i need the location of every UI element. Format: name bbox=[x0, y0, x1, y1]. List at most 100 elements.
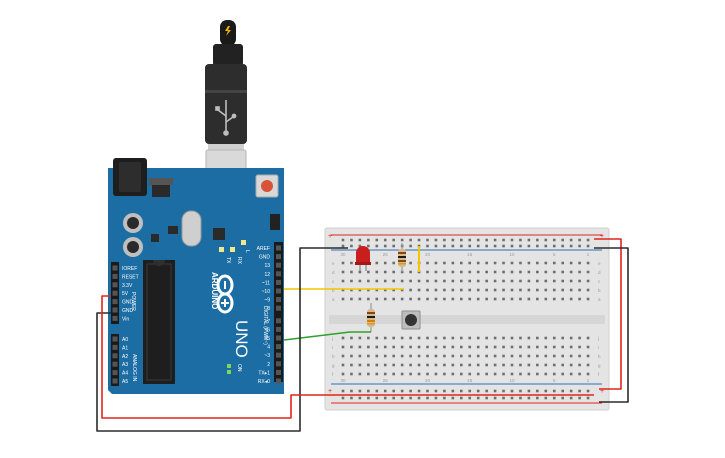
breadboard-hole[interactable] bbox=[426, 345, 429, 349]
breadboard-hole[interactable] bbox=[468, 270, 472, 274]
breadboard-hole[interactable] bbox=[502, 372, 505, 376]
breadboard-hole[interactable] bbox=[350, 372, 353, 376]
breadboard-hole[interactable] bbox=[527, 345, 531, 349]
breadboard-hole[interactable] bbox=[476, 244, 480, 248]
breadboard-hole[interactable] bbox=[392, 261, 395, 265]
breadboard-hole[interactable] bbox=[485, 238, 488, 242]
breadboard-hole[interactable] bbox=[417, 238, 421, 242]
breadboard-hole[interactable] bbox=[552, 363, 556, 367]
breadboard-hole[interactable] bbox=[451, 261, 455, 265]
breadboard-hole[interactable] bbox=[527, 372, 531, 376]
breadboard-hole[interactable] bbox=[485, 389, 488, 393]
breadboard-hole[interactable] bbox=[476, 354, 480, 358]
breadboard-hole[interactable] bbox=[578, 336, 581, 340]
breadboard-hole[interactable] bbox=[578, 261, 581, 265]
breadboard-hole[interactable] bbox=[519, 363, 522, 367]
breadboard-hole[interactable] bbox=[451, 288, 455, 292]
breadboard-hole[interactable] bbox=[426, 288, 429, 292]
breadboard-hole[interactable] bbox=[417, 288, 421, 292]
breadboard-hole[interactable] bbox=[375, 288, 379, 292]
breadboard-hole[interactable] bbox=[578, 288, 581, 292]
breadboard-hole[interactable] bbox=[451, 396, 455, 400]
breadboard-hole[interactable] bbox=[485, 244, 488, 248]
breadboard-hole[interactable] bbox=[451, 238, 455, 242]
breadboard-hole[interactable] bbox=[578, 238, 581, 242]
breadboard-hole[interactable] bbox=[400, 396, 404, 400]
breadboard-hole[interactable] bbox=[493, 363, 497, 367]
breadboard-hole[interactable] bbox=[502, 363, 505, 367]
breadboard-hole[interactable] bbox=[400, 363, 404, 367]
breadboard-hole[interactable] bbox=[561, 270, 564, 274]
digital-pin-socket[interactable] bbox=[276, 297, 281, 303]
breadboard-hole[interactable] bbox=[375, 363, 379, 367]
power-pin-socket[interactable] bbox=[112, 290, 118, 296]
breadboard-hole[interactable] bbox=[400, 336, 404, 340]
breadboard-hole[interactable] bbox=[341, 345, 345, 349]
breadboard-hole[interactable] bbox=[367, 372, 370, 376]
breadboard-hole[interactable] bbox=[417, 363, 421, 367]
breadboard-hole[interactable] bbox=[552, 238, 556, 242]
digital-pin-socket[interactable] bbox=[276, 318, 281, 324]
digital-pin-socket[interactable] bbox=[276, 326, 281, 332]
analog-pin-socket[interactable] bbox=[112, 378, 118, 384]
red-wire-5v[interactable] bbox=[101, 295, 594, 419]
breadboard-hole[interactable] bbox=[561, 238, 564, 242]
power-pin-socket[interactable] bbox=[112, 265, 118, 271]
breadboard-hole[interactable] bbox=[561, 363, 564, 367]
breadboard-hole[interactable] bbox=[586, 354, 590, 358]
breadboard-hole[interactable] bbox=[434, 363, 438, 367]
breadboard-hole[interactable] bbox=[476, 261, 480, 265]
breadboard-hole[interactable] bbox=[485, 372, 488, 376]
breadboard-hole[interactable] bbox=[417, 336, 421, 340]
breadboard-hole[interactable] bbox=[552, 372, 556, 376]
breadboard-hole[interactable] bbox=[510, 261, 514, 265]
breadboard-hole[interactable] bbox=[569, 354, 573, 358]
breadboard-hole[interactable] bbox=[485, 288, 488, 292]
breadboard-hole[interactable] bbox=[426, 336, 429, 340]
breadboard-hole[interactable] bbox=[392, 389, 395, 393]
breadboard-hole[interactable] bbox=[510, 297, 514, 301]
breadboard-hole[interactable] bbox=[392, 363, 395, 367]
breadboard-hole[interactable] bbox=[510, 354, 514, 358]
breadboard-hole[interactable] bbox=[510, 396, 514, 400]
breadboard-hole[interactable] bbox=[375, 297, 379, 301]
breadboard-hole[interactable] bbox=[569, 288, 573, 292]
digital-pin-socket[interactable] bbox=[276, 369, 281, 375]
breadboard-hole[interactable] bbox=[561, 389, 564, 393]
breadboard-hole[interactable] bbox=[434, 279, 438, 283]
breadboard-hole[interactable] bbox=[400, 345, 404, 349]
breadboard-hole[interactable] bbox=[341, 372, 345, 376]
breadboard-hole[interactable] bbox=[383, 345, 387, 349]
breadboard-hole[interactable] bbox=[367, 279, 370, 283]
breadboard-hole[interactable] bbox=[468, 389, 472, 393]
breadboard-hole[interactable] bbox=[358, 396, 362, 400]
breadboard-hole[interactable] bbox=[527, 396, 531, 400]
breadboard-hole[interactable] bbox=[350, 288, 353, 292]
breadboard-hole[interactable] bbox=[578, 354, 581, 358]
breadboard-hole[interactable] bbox=[493, 389, 497, 393]
breadboard-hole[interactable] bbox=[519, 354, 522, 358]
breadboard-hole[interactable] bbox=[392, 238, 395, 242]
breadboard-hole[interactable] bbox=[383, 270, 387, 274]
breadboard-hole[interactable] bbox=[375, 279, 379, 283]
breadboard-hole[interactable] bbox=[502, 261, 505, 265]
digital-pin-socket[interactable] bbox=[276, 335, 281, 341]
breadboard-hole[interactable] bbox=[443, 389, 446, 393]
breadboard-hole[interactable] bbox=[383, 244, 387, 248]
breadboard-hole[interactable] bbox=[493, 354, 497, 358]
breadboard-hole[interactable] bbox=[350, 389, 353, 393]
breadboard-hole[interactable] bbox=[493, 238, 497, 242]
breadboard-hole[interactable] bbox=[451, 244, 455, 248]
breadboard-hole[interactable] bbox=[552, 336, 556, 340]
breadboard-hole[interactable] bbox=[536, 244, 539, 248]
breadboard-hole[interactable] bbox=[341, 363, 345, 367]
breadboard-hole[interactable] bbox=[476, 345, 480, 349]
breadboard-hole[interactable] bbox=[485, 363, 488, 367]
breadboard-hole[interactable] bbox=[443, 238, 446, 242]
breadboard-hole[interactable] bbox=[341, 244, 345, 248]
breadboard-hole[interactable] bbox=[341, 396, 345, 400]
breadboard-hole[interactable] bbox=[409, 261, 412, 265]
breadboard-hole[interactable] bbox=[468, 297, 472, 301]
breadboard-hole[interactable] bbox=[468, 345, 472, 349]
breadboard-hole[interactable] bbox=[350, 238, 353, 242]
